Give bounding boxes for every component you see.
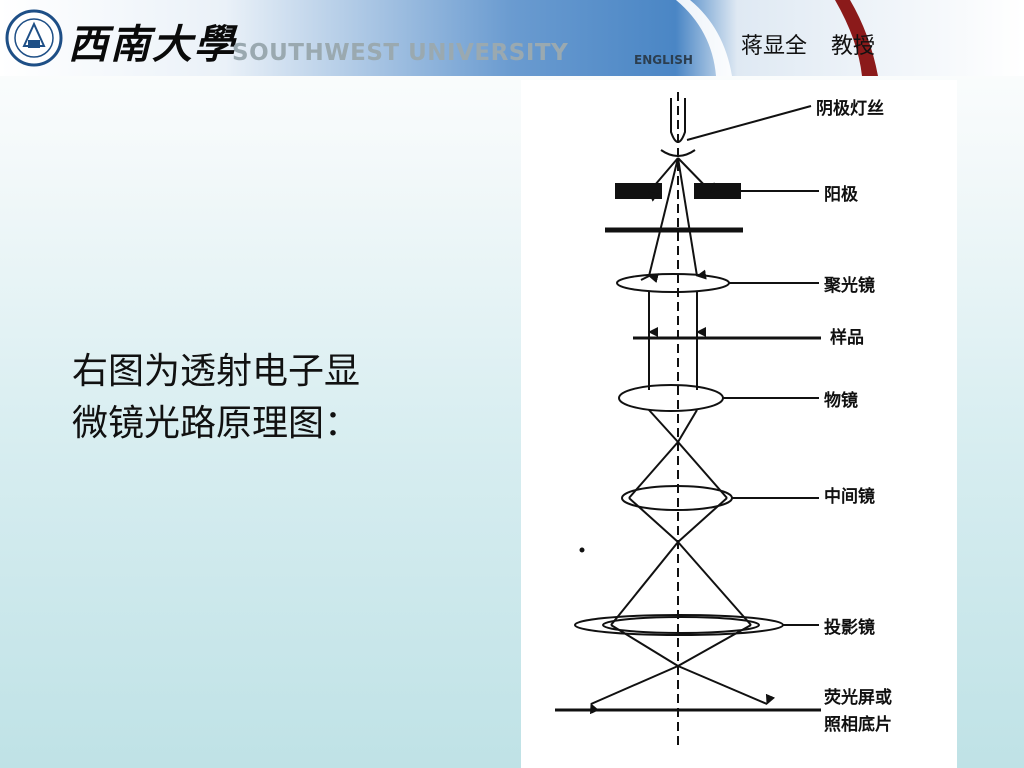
slide-caption: 右图为透射电子显 微镜光路原理图：: [72, 346, 452, 450]
label-anode: 阳极: [824, 185, 858, 205]
label-filament: 阴极灯丝: [816, 99, 884, 119]
author-name: 蒋显全: [741, 34, 808, 59]
tem-ray-diagram: [555, 92, 821, 748]
objective-lens: [618, 384, 724, 412]
header-background: [0, 0, 1024, 76]
caption-line-2: 微镜光路原理图：: [72, 403, 361, 444]
header-banner: 西南大學 SOUTHWEST UNIVERSITY ENGLISH 蒋显全教授: [0, 0, 1024, 76]
label-projector: 投影镜: [824, 618, 875, 638]
label-objective: 物镜: [824, 391, 858, 411]
condenser-lens: [616, 273, 730, 293]
author-title: 教授: [831, 34, 876, 59]
university-emblem-icon[interactable]: [4, 8, 64, 68]
caption-line-1: 右图为透射电子显: [72, 351, 361, 392]
label-screen-line-1: 荧光屏或: [824, 688, 892, 708]
anode-right: [694, 183, 741, 199]
english-link[interactable]: ENGLISH: [634, 53, 693, 67]
label-specimen: 样品: [830, 328, 864, 348]
tem-optics-diagram: 阴极灯丝 阳极 聚光镜 样品 物镜 中间镜 投影镜 荧光屏或 照相底片: [521, 80, 957, 768]
stray-dot: [579, 547, 585, 553]
author: 蒋显全教授: [741, 28, 875, 60]
university-name-en: SOUTHWEST UNIVERSITY: [232, 40, 569, 66]
projector-lens-inner: [602, 616, 760, 634]
filament: [670, 98, 686, 143]
filament-tip: [660, 149, 696, 157]
filament-pointer: [686, 105, 812, 141]
label-condenser: 聚光镜: [824, 276, 875, 296]
label-screen-line-2: 照相底片: [824, 715, 892, 735]
university-name-cn: 西南大學: [68, 21, 236, 68]
label-intermediate: 中间镜: [824, 487, 875, 507]
